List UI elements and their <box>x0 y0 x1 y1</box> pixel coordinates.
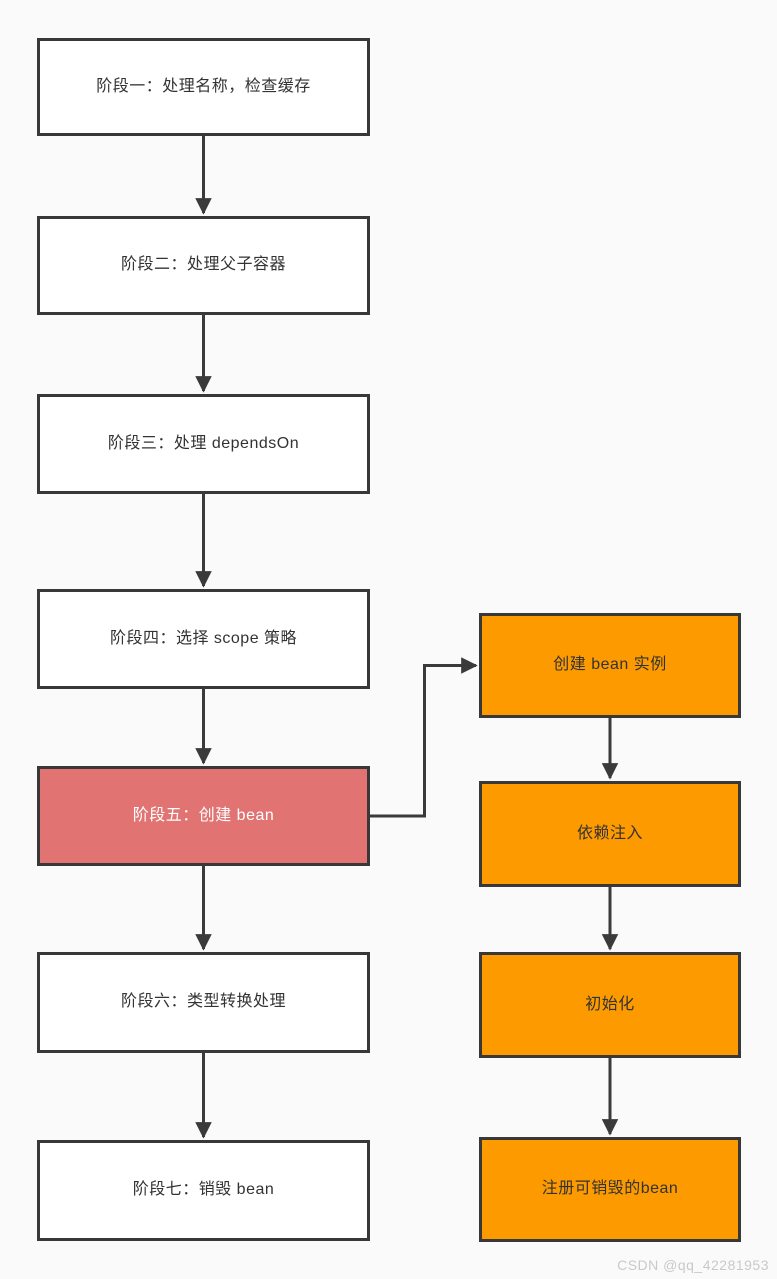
flow-node-label: 创建 bean 实例 <box>553 656 667 674</box>
flow-node-stage4: 阶段四：选择 scope 策略 <box>37 589 370 689</box>
flow-node-label: 阶段二：处理父子容器 <box>120 256 286 274</box>
flow-node-stage7: 阶段七：销毁 bean <box>37 1140 370 1241</box>
flow-node-create-bean-instance: 创建 bean 实例 <box>479 613 741 718</box>
flow-node-label: 阶段三：处理 dependsOn <box>107 434 300 452</box>
csdn-watermark: CSDN @qq_42281953 <box>617 1257 769 1273</box>
flow-node-initialization: 初始化 <box>479 952 741 1058</box>
flow-node-label: 依赖注入 <box>576 824 643 842</box>
flow-node-dependency-injection: 依赖注入 <box>479 781 741 887</box>
arrow-stage5-create-bean-instance <box>370 657 478 818</box>
flow-node-label: 阶段七：销毁 bean <box>132 1181 275 1199</box>
flow-node-stage5-highlight: 阶段五：创建 bean <box>37 766 370 866</box>
flow-node-register-disposable-bean: 注册可销毁的bean <box>479 1137 741 1242</box>
flow-node-label: 阶段六：类型转换处理 <box>120 993 286 1011</box>
flow-node-stage2: 阶段二：处理父子容器 <box>37 216 370 315</box>
flow-node-label: 阶段四：选择 scope 策略 <box>109 629 298 647</box>
flow-node-label: 注册可销毁的bean <box>541 1180 679 1198</box>
flow-node-label: 初始化 <box>585 995 635 1013</box>
flow-node-label: 阶段五：创建 bean <box>132 806 275 824</box>
flow-node-stage1: 阶段一：处理名称，检查缓存 <box>37 38 370 136</box>
flow-node-stage6: 阶段六：类型转换处理 <box>37 952 370 1053</box>
flow-node-label: 阶段一：处理名称，检查缓存 <box>96 77 311 95</box>
flow-node-stage3: 阶段三：处理 dependsOn <box>37 394 370 494</box>
